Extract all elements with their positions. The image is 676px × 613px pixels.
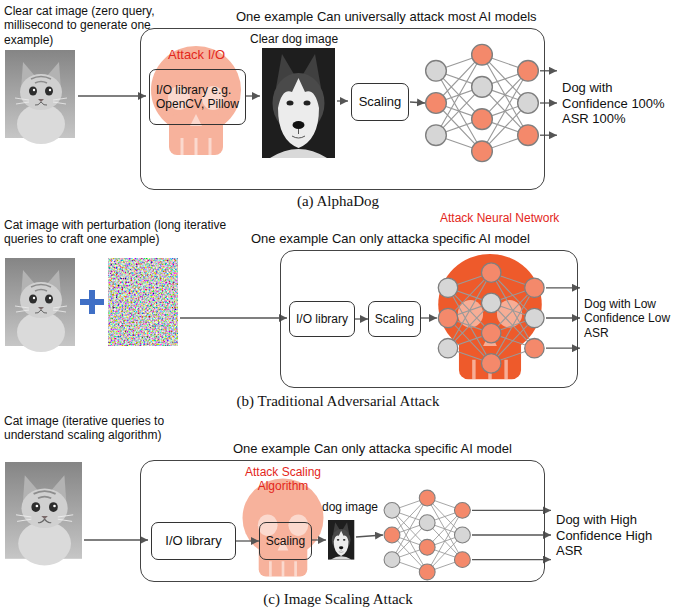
subfigure-caption: (a) AlphaDog (188, 192, 488, 210)
flow-arrows (180, 288, 580, 348)
box-text: I/O library e.g. OpenCV, Pillow (156, 83, 239, 112)
output-text: Dog with High Confidence High ASR (556, 512, 668, 559)
box-text: Scaling (266, 534, 305, 548)
flow-connector (236, 540, 259, 541)
process-box: Scaling (351, 83, 409, 121)
box-text: Scaling (359, 94, 402, 110)
skull-icon (151, 46, 241, 155)
process-box: I/O library (289, 301, 355, 337)
output-text: Dog with Confidence 100% ASR 100% (562, 80, 668, 127)
dog-photo (262, 48, 335, 158)
cat-photo (5, 462, 82, 565)
subfigure-caption: (c) Image Scaling Attack (188, 590, 488, 608)
scenario-box: One example Can only attacka specific AI… (140, 460, 545, 582)
plus-symbol (80, 290, 104, 314)
image-caption: Cat image (iterative queries to understa… (4, 414, 199, 443)
image-caption: Cat image with perturbation (long iterat… (4, 218, 242, 247)
box-heading: One example Can universally attack most … (236, 9, 537, 25)
neural-network (384, 490, 470, 580)
attack-label: Attack Neural Network (440, 211, 559, 225)
box-text: I/O library (165, 533, 221, 549)
scenario-box: One example Can only attacka specific AI… (280, 250, 578, 388)
box-text: Scaling (375, 312, 414, 326)
output-text: Dog with Low Confidence Low ASR (584, 297, 673, 340)
image-caption: Clear cat image (zero query, millisecond… (4, 4, 174, 47)
neural-network (426, 44, 539, 161)
perturbation-noise (108, 258, 178, 346)
cat-photo (5, 50, 75, 144)
process-box: Scaling (259, 522, 312, 560)
process-box: Scaling (368, 301, 421, 337)
process-box: I/O library (151, 522, 236, 560)
image-caption: dog image (322, 500, 378, 514)
process-box: I/O library e.g. OpenCV, Pillow (149, 69, 246, 125)
image-caption: Clear dog image (250, 32, 338, 46)
neural-network (438, 263, 544, 373)
attack-label: Attack Scaling Algorithm (240, 465, 326, 494)
flow-connector (355, 318, 368, 319)
box-heading: One example Can only attacka specific AI… (233, 441, 512, 457)
flow-arrows (84, 510, 551, 559)
dog-photo-small (328, 520, 354, 560)
attack-label: Attack I/O (168, 47, 225, 63)
box-text: I/O library (296, 312, 348, 326)
cat-photo (5, 258, 75, 352)
box-heading: One example Can only attacka specific AI… (251, 231, 530, 247)
subfigure-caption: (b) Traditional Adversarial Attack (188, 392, 488, 410)
